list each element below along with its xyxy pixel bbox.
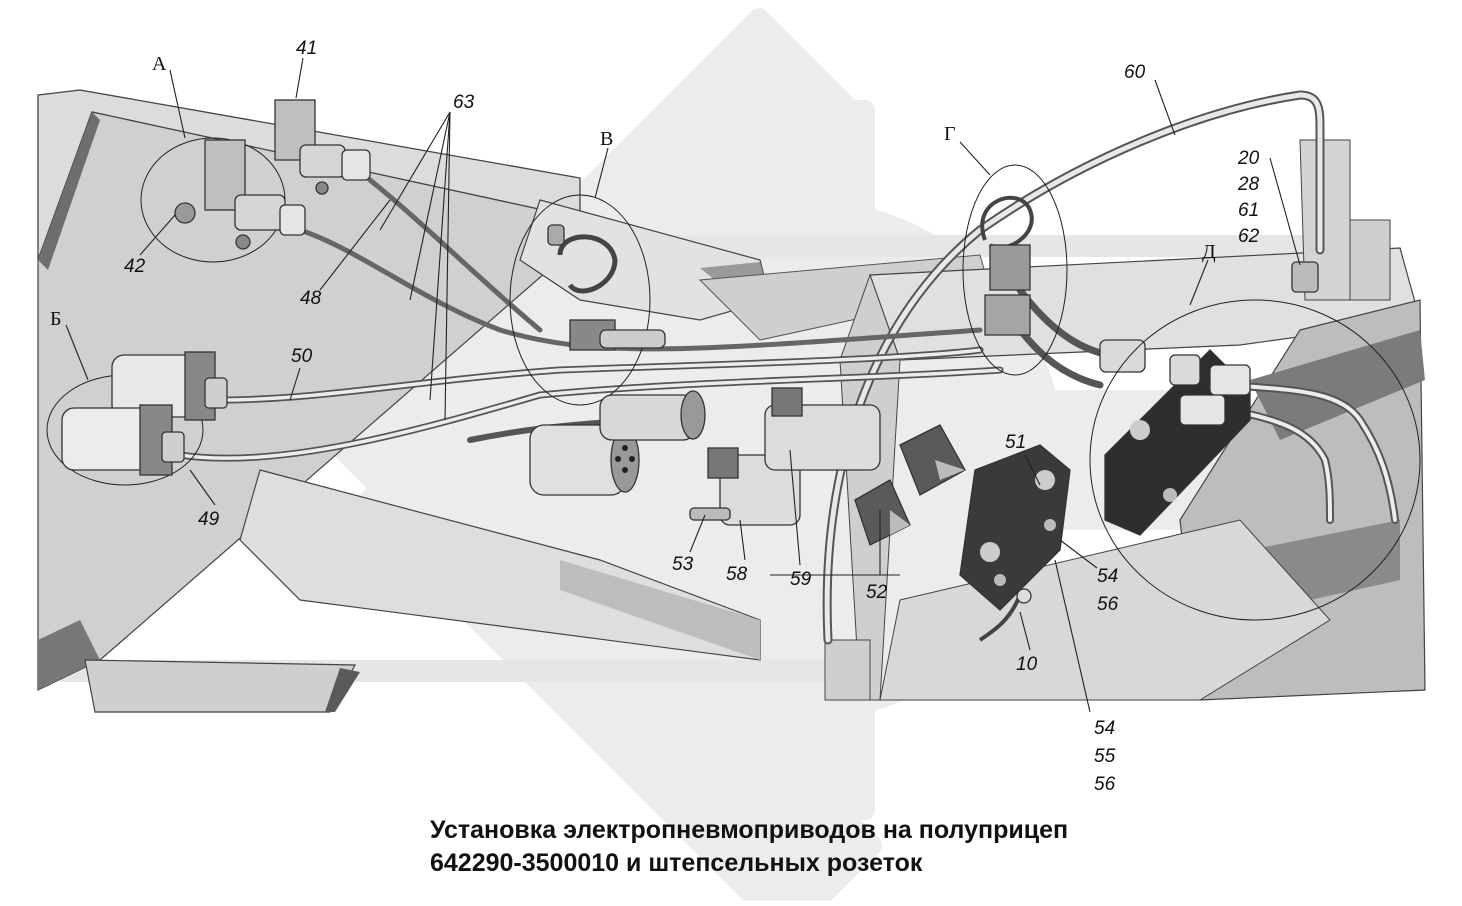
caption-line-1: Установка электропневмоприводов на полуп… (430, 816, 1068, 844)
callout-54-top: 54 (1097, 566, 1118, 587)
mounting-plates (959, 261, 1319, 642)
diagram-caption: Установка электропневмоприводов на полуп… (430, 816, 1068, 877)
section-letter-b: Б (50, 308, 61, 330)
section-d-circle (1089, 299, 1421, 621)
callout-20: 20 (1237, 148, 1260, 169)
clamp-assembly-v (509, 194, 666, 406)
callout-62: 62 (1238, 226, 1260, 247)
callout-28: 28 (1237, 174, 1260, 195)
connectors-center (529, 387, 966, 546)
callout-52: 52 (866, 582, 888, 603)
callout-41: 41 (296, 38, 317, 59)
section-letter-v: В (600, 128, 613, 150)
callout-49: 49 (198, 509, 220, 530)
section-letter-a: А (152, 53, 167, 75)
section-letters: А Б В Г Д (50, 53, 1216, 330)
callout-63: 63 (453, 92, 475, 113)
callout-55: 55 (1094, 746, 1116, 767)
leader-lines (65, 57, 1301, 713)
section-letter-g: Г (944, 123, 956, 145)
callout-60: 60 (1124, 62, 1146, 83)
callout-50: 50 (291, 346, 313, 367)
callout-42: 42 (124, 256, 146, 277)
callout-48: 48 (300, 288, 322, 309)
callout-54-bottom: 54 (1094, 718, 1115, 739)
callout-10: 10 (1016, 654, 1038, 675)
callout-51: 51 (1005, 432, 1026, 453)
callout-numbers: 41 42 48 63 60 20 28 61 62 50 49 51 53 5… (124, 38, 1260, 795)
callout-58: 58 (726, 564, 748, 585)
section-letter-d: Д (1202, 241, 1216, 263)
valve-assembly-a (140, 99, 371, 263)
callout-59: 59 (790, 569, 812, 590)
callout-56-top: 56 (1097, 594, 1119, 615)
callout-56-bottom: 56 (1094, 774, 1116, 795)
clamp-assembly-g (962, 164, 1068, 376)
socket-assembly-b (46, 351, 228, 486)
callout-53: 53 (672, 554, 694, 575)
caption-line-2: 642290-3500010 и штепсельных розеток (430, 849, 923, 877)
callout-61: 61 (1238, 200, 1259, 221)
